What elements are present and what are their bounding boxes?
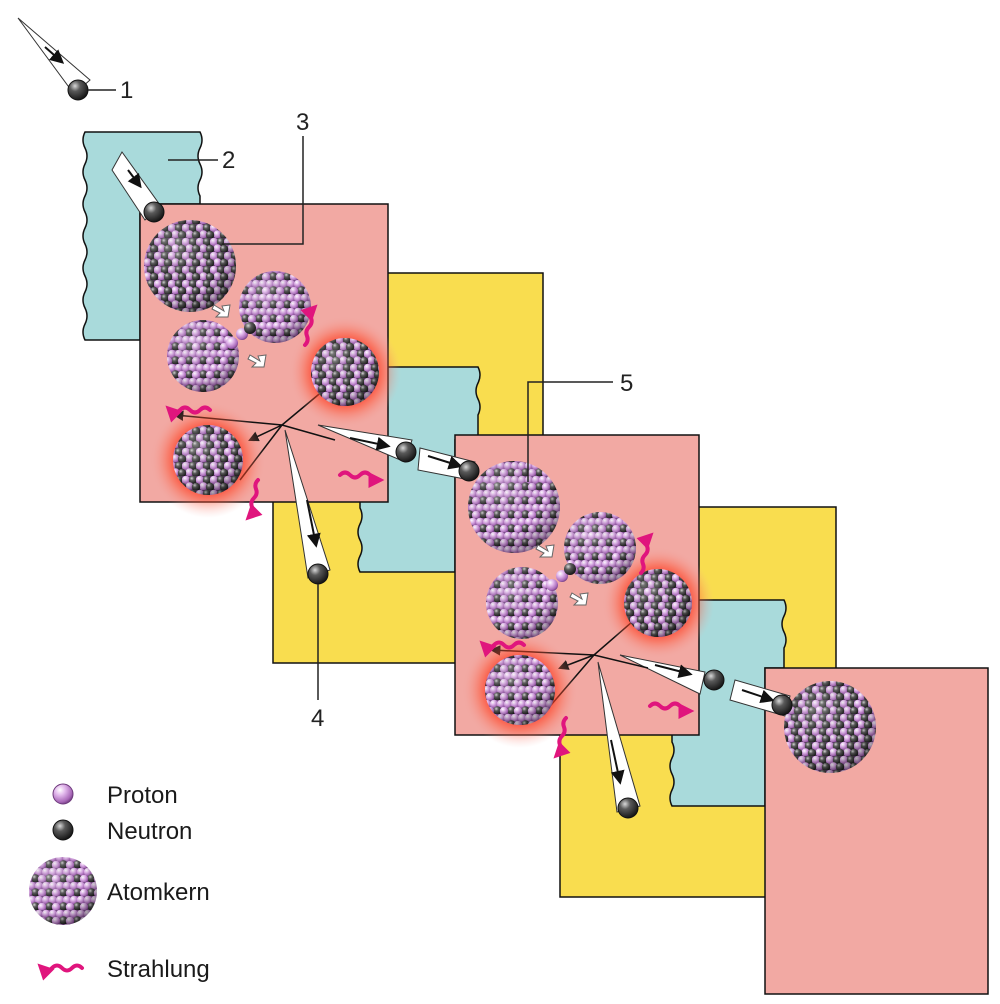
legend-neutron: Neutron bbox=[52, 818, 192, 845]
nucleus-icon bbox=[564, 512, 636, 584]
nucleus-icon bbox=[144, 220, 236, 312]
nucleus-neck bbox=[546, 563, 576, 591]
nucleus-icon bbox=[486, 567, 558, 639]
nucleus-neck bbox=[226, 322, 256, 349]
proton-icon bbox=[52, 783, 74, 805]
callout-5: 5 bbox=[620, 370, 633, 397]
nucleus-icon bbox=[468, 461, 560, 553]
fission-fragment bbox=[173, 425, 243, 495]
nucleus-icon bbox=[784, 681, 876, 773]
nucleus-icon bbox=[29, 857, 97, 925]
neutron-beam-out-2 bbox=[619, 654, 706, 695]
callout-1: 1 bbox=[120, 77, 133, 104]
callout-lines bbox=[88, 89, 613, 700]
radiation-icon bbox=[165, 304, 695, 759]
fission-fragment bbox=[485, 655, 555, 725]
fission-fragment bbox=[624, 569, 692, 637]
callout-3: 3 bbox=[296, 109, 309, 136]
legend-neutron-label: Neutron bbox=[107, 818, 192, 845]
neutron-icon bbox=[771, 694, 793, 716]
legend-radiation: Strahlung bbox=[37, 956, 210, 983]
neutron-icon bbox=[143, 201, 165, 223]
neutron-icon bbox=[395, 441, 417, 463]
legend-proton-label: Proton bbox=[107, 782, 178, 809]
legend-radiation-label: Strahlung bbox=[107, 956, 210, 983]
stage-arrows bbox=[211, 304, 589, 606]
neutron-icon bbox=[617, 797, 639, 819]
nucleus-icon bbox=[239, 271, 311, 343]
neutron-icon bbox=[307, 563, 329, 585]
legend-nucleus: Atomkern bbox=[29, 857, 210, 925]
legend-proton: Proton bbox=[52, 782, 178, 809]
neutron-icon bbox=[458, 460, 480, 482]
legend: Proton Neutron Atomkern Strahlung bbox=[29, 782, 210, 983]
direction-arrows bbox=[44, 46, 775, 785]
callout-2: 2 bbox=[222, 147, 235, 174]
callout-4: 4 bbox=[311, 705, 324, 732]
neutron-icon bbox=[52, 819, 74, 841]
neutron-icon bbox=[67, 79, 89, 101]
moderator-panel-1 bbox=[82, 131, 203, 341]
nucleus-icon bbox=[167, 320, 239, 392]
fission-fragment bbox=[311, 338, 379, 406]
neutron-icon bbox=[703, 669, 725, 691]
legend-nucleus-label: Atomkern bbox=[107, 879, 210, 906]
radiation-icon bbox=[37, 963, 84, 981]
